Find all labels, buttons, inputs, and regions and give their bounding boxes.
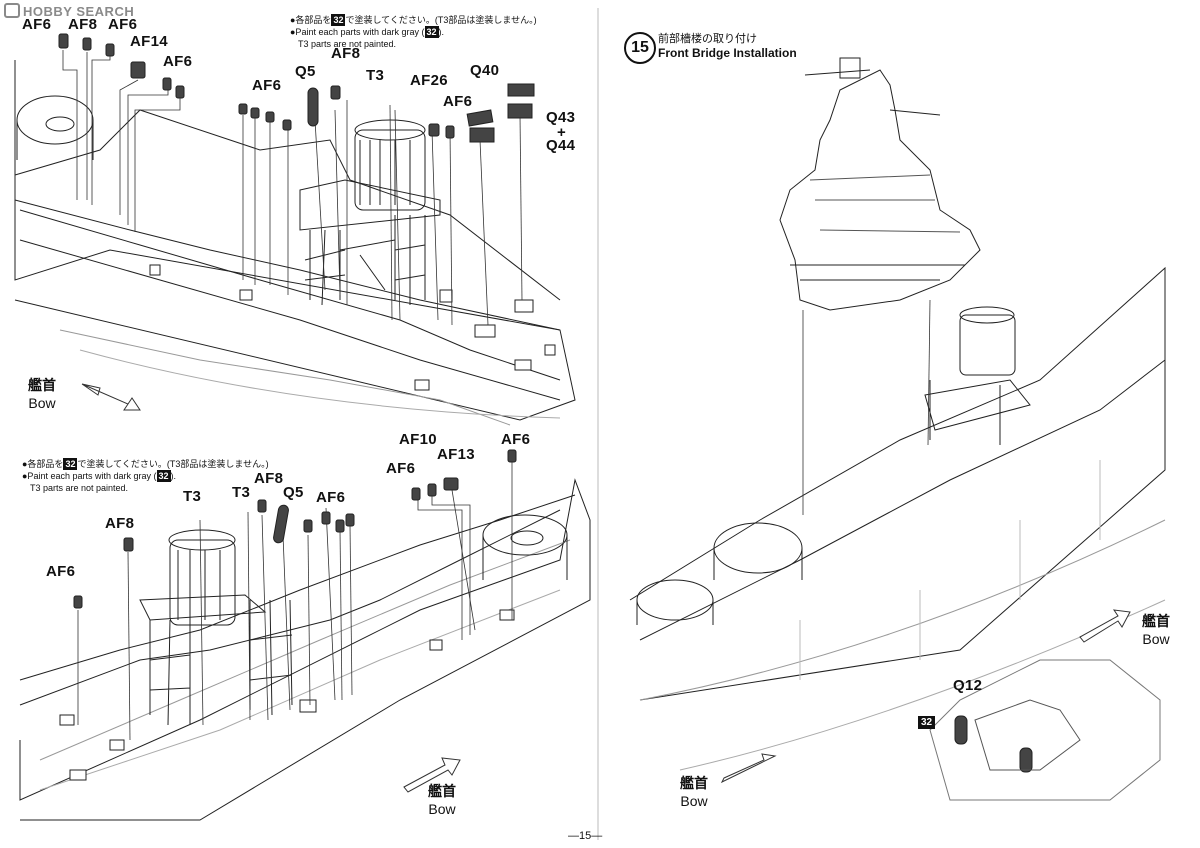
- note-en-suffix: ).: [170, 471, 177, 481]
- part-label-af6: AF6: [252, 77, 282, 94]
- bow-label-jp: 艦首: [1142, 613, 1170, 629]
- part-label-af6: AF6: [163, 53, 193, 70]
- part-label-af8: AF8: [254, 470, 284, 487]
- note-jp-prefix: ●各部品を: [290, 15, 332, 25]
- bow-label-jp: 艦首: [28, 377, 56, 393]
- bow-label-en: Bow: [680, 793, 708, 809]
- part-label-af6: AF6: [108, 16, 138, 33]
- part-label-q12: Q12: [953, 677, 983, 694]
- note-en-prefix: ●Paint each parts with dark gray (: [22, 471, 157, 481]
- part-label-af8: AF8: [68, 16, 98, 33]
- hull-top-left: [14, 33, 576, 426]
- bow-direction-right: 艦首 Bow: [1142, 611, 1170, 647]
- note-jp-text: で塗装してください。(T3部品は塗装しません。): [345, 15, 537, 25]
- note-t3-text: T3 parts are not painted.: [298, 39, 397, 49]
- part-label-af6: AF6: [46, 563, 76, 580]
- step-title-jp: 前部檣楼の取り付け: [658, 33, 757, 45]
- paint-color-badge: 32: [63, 458, 78, 470]
- part-label-af8: AF8: [331, 45, 361, 62]
- part-label-q5: Q5: [295, 63, 316, 80]
- part-label-af6: AF6: [386, 460, 416, 477]
- hobby-search-logo-icon: [4, 3, 20, 18]
- part-label-t3: T3: [232, 484, 251, 501]
- step-number: 15: [624, 32, 656, 64]
- bow-direction-top: 艦首 Bow: [28, 375, 56, 411]
- note-en-prefix: ●Paint each parts with dark gray (: [290, 27, 425, 37]
- part-label-q40: Q40: [470, 62, 500, 79]
- paint-color-badge: 32: [424, 26, 439, 38]
- part-label-q43: Q43: [546, 109, 576, 126]
- bow-label-en: Bow: [428, 801, 456, 817]
- part-label-af10: AF10: [399, 431, 437, 448]
- paint-color-badge: 32: [331, 14, 346, 26]
- note-jp-text: で塗装してください。(T3部品は塗装しません。): [77, 459, 269, 469]
- paint-color-badge: 32: [918, 716, 936, 729]
- part-label-q5: Q5: [283, 484, 304, 501]
- bow-label-en: Bow: [28, 395, 56, 411]
- hull-right: [629, 57, 1166, 801]
- bow-label-jp: 艦首: [680, 775, 708, 791]
- note-jp-prefix: ●各部品を: [22, 459, 64, 469]
- page-number: —15—: [568, 830, 603, 842]
- step-title-en: Front Bridge Installation: [658, 46, 797, 60]
- part-label-t3: T3: [183, 488, 202, 505]
- part-label-af13: AF13: [437, 446, 475, 463]
- bow-direction-bottom: 艦首 Bow: [428, 781, 456, 817]
- part-label-af26: AF26: [410, 72, 448, 89]
- watermark-text: HOBBY SEARCH: [23, 4, 135, 19]
- step-header: 15 前部檣楼の取り付け Front Bridge Installation: [624, 32, 797, 64]
- part-label-af8: AF8: [105, 515, 135, 532]
- watermark-logo: HOBBY SEARCH: [4, 3, 134, 19]
- bow-label-jp: 艦首: [428, 783, 456, 799]
- part-label-af6: AF6: [443, 93, 473, 110]
- bow-direction-detail: 艦首 Bow: [680, 773, 708, 809]
- part-label-af6: AF6: [316, 489, 346, 506]
- paint-color-badge: 32: [156, 470, 171, 482]
- part-label-q44: Q44: [546, 137, 576, 154]
- bow-label-en: Bow: [1142, 631, 1170, 647]
- part-label-af6: AF6: [22, 16, 52, 33]
- note-en-suffix: ).: [438, 27, 445, 37]
- note-t3-text: T3 parts are not painted.: [30, 483, 129, 493]
- part-label-af6: AF6: [501, 431, 531, 448]
- part-label-af14: AF14: [130, 33, 168, 50]
- hull-bottom-left: [19, 449, 591, 821]
- part-label-t3: T3: [366, 67, 385, 84]
- part-label-plus: +: [557, 124, 567, 141]
- step-title: 前部檣楼の取り付け Front Bridge Installation: [658, 32, 797, 61]
